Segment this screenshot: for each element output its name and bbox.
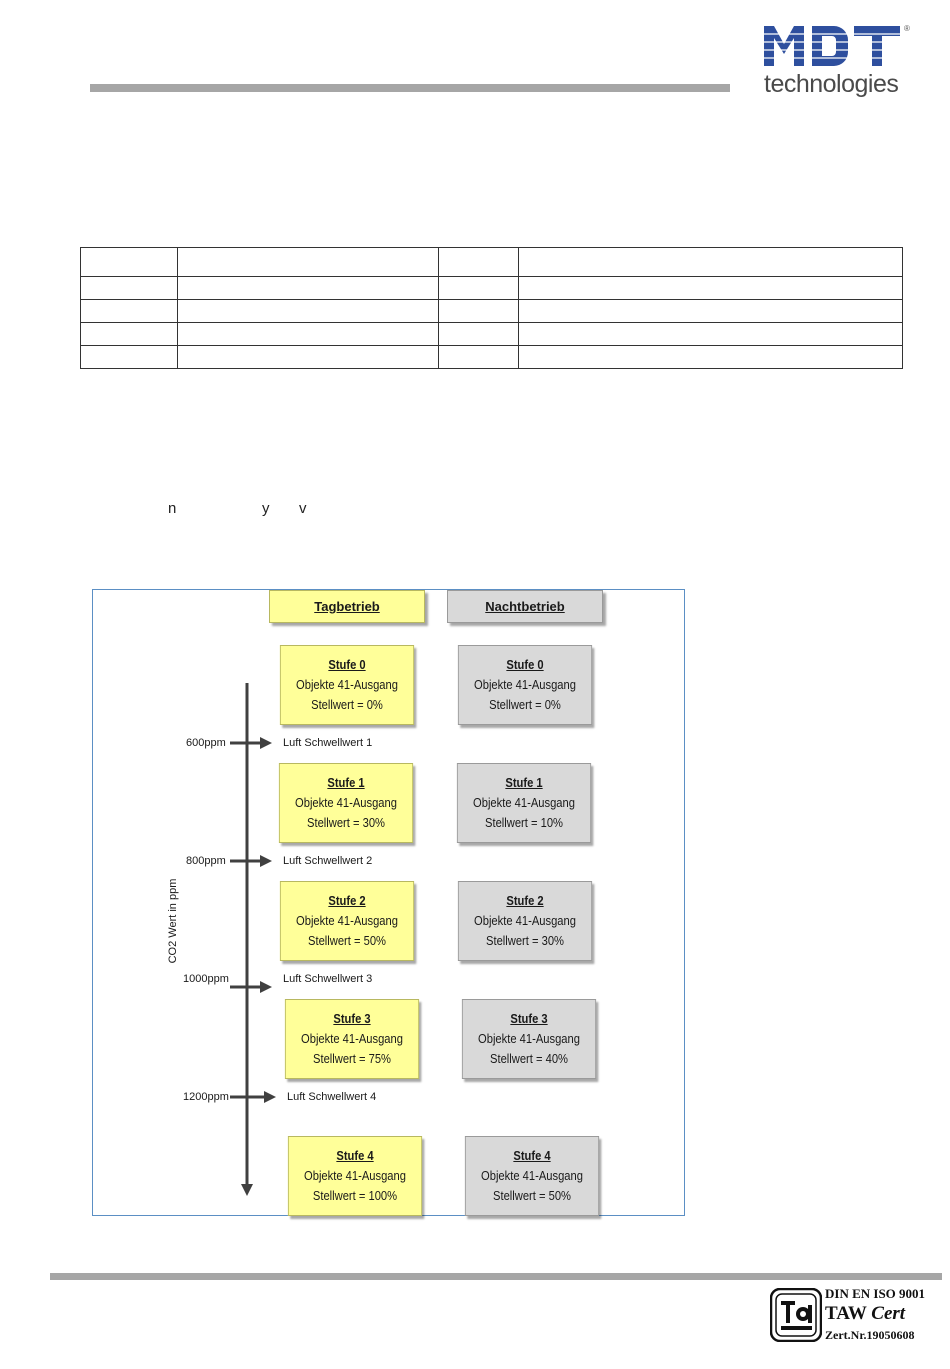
stage-title: Stufe 3	[510, 1011, 548, 1026]
stage-1-day-box: Stufe 1 Objekte 41-Ausgang Stellwert = 3…	[278, 763, 414, 843]
stage-title: Stufe 1	[327, 775, 365, 790]
stage-object: Objekte 41-Ausgang	[478, 1031, 580, 1046]
stage-object: Objekte 41-Ausgang	[296, 677, 398, 692]
table-row	[80, 276, 903, 300]
stage-value: Stellwert = 10%	[485, 815, 563, 830]
stage-value: Stellwert = 0%	[311, 697, 383, 712]
parameter-table	[80, 247, 903, 369]
cert-issuer: TAW Cert	[825, 1303, 905, 1325]
stage-title: Stufe 2	[328, 893, 366, 908]
header-rule	[90, 84, 730, 92]
iso-certificate: DIN EN ISO 9001 TAW Cert Zert.Nr.1905060…	[768, 1286, 944, 1346]
logo-subtext: technologies	[764, 70, 899, 98]
mdt-logo-mark	[764, 26, 904, 66]
stage-object: Objekte 41-Ausgang	[473, 795, 575, 810]
ppm-label: 600ppm	[186, 737, 226, 749]
stage-value: Stellwert = 100%	[312, 1188, 398, 1203]
stage-title: Stufe 0	[506, 657, 544, 672]
stage-object: Objekte 41-Ausgang	[301, 1031, 403, 1046]
cert-issuer-suffix: Cert	[871, 1303, 906, 1324]
mode-day-box: Tagbetrieb	[269, 590, 425, 623]
stage-object: Objekte 41-Ausgang	[295, 795, 397, 810]
stage-value: Stellwert = 40%	[490, 1051, 568, 1066]
stage-4-day-box: Stufe 4 Objekte 41-Ausgang Stellwert = 1…	[287, 1136, 423, 1216]
threshold-label: Luft Schwellwert 1	[283, 737, 373, 749]
stage-value: Stellwert = 30%	[486, 933, 564, 948]
stage-3-night-box: Stufe 3 Objekte 41-Ausgang Stellwert = 4…	[461, 999, 597, 1079]
table-header-row	[80, 247, 903, 277]
threshold-label: Luft Schwellwert 3	[283, 973, 373, 985]
ppm-label: 1000ppm	[183, 973, 229, 985]
stage-value: Stellwert = 50%	[308, 933, 386, 948]
stage-object: Objekte 41-Ausgang	[474, 913, 576, 928]
stage-4-night-box: Stufe 4 Objekte 41-Ausgang Stellwert = 5…	[464, 1136, 600, 1216]
stage-0-night-box: Stufe 0 Objekte 41-Ausgang Stellwert = 0…	[457, 645, 593, 725]
threshold-label: Luft Schwellwert 2	[283, 855, 373, 867]
axis-label: CO2 Wert in ppm	[167, 878, 179, 964]
stage-title: Stufe 1	[505, 775, 543, 790]
stage-value: Stellwert = 30%	[307, 815, 385, 830]
stage-object: Objekte 41-Ausgang	[481, 1168, 583, 1183]
ppm-label: 800ppm	[186, 855, 226, 867]
stage-title: Stufe 3	[333, 1011, 371, 1026]
fragment-char: v	[299, 500, 307, 517]
table-row	[80, 322, 903, 346]
stage-object: Objekte 41-Ausgang	[304, 1168, 406, 1183]
stage-2-night-box: Stufe 2 Objekte 41-Ausgang Stellwert = 3…	[457, 881, 593, 961]
footer-rule	[50, 1273, 942, 1280]
stage-value: Stellwert = 75%	[313, 1051, 391, 1066]
stage-2-day-box: Stufe 2 Objekte 41-Ausgang Stellwert = 5…	[279, 881, 415, 961]
logo-registered-mark: ®	[904, 24, 910, 33]
threshold-label: Luft Schwellwert 4	[287, 1091, 377, 1103]
mdt-logo: ® technologies	[764, 22, 912, 102]
ppm-label: 1200ppm	[183, 1091, 229, 1103]
cert-number: Zert.Nr.19050608	[825, 1328, 915, 1342]
stage-1-night-box: Stufe 1 Objekte 41-Ausgang Stellwert = 1…	[456, 763, 592, 843]
stage-object: Objekte 41-Ausgang	[474, 677, 576, 692]
stage-object: Objekte 41-Ausgang	[296, 913, 398, 928]
stage-title: Stufe 4	[513, 1148, 551, 1163]
stage-3-day-box: Stufe 3 Objekte 41-Ausgang Stellwert = 7…	[284, 999, 420, 1079]
stage-value: Stellwert = 0%	[489, 697, 561, 712]
stage-0-day-box: Stufe 0 Objekte 41-Ausgang Stellwert = 0…	[279, 645, 415, 725]
cert-standard: DIN EN ISO 9001	[825, 1286, 926, 1301]
cert-issuer-name: TAW	[825, 1303, 867, 1324]
table-row	[80, 345, 903, 369]
taw-cert-logo	[770, 1288, 822, 1342]
table-row	[80, 299, 903, 323]
stage-title: Stufe 2	[506, 893, 544, 908]
stage-title: Stufe 0	[328, 657, 366, 672]
fragment-char: n	[168, 500, 177, 517]
fragment-char: y	[262, 500, 270, 517]
stage-value: Stellwert = 50%	[493, 1188, 571, 1203]
stage-title: Stufe 4	[336, 1148, 374, 1163]
mode-night-box: Nachtbetrieb	[447, 590, 603, 623]
